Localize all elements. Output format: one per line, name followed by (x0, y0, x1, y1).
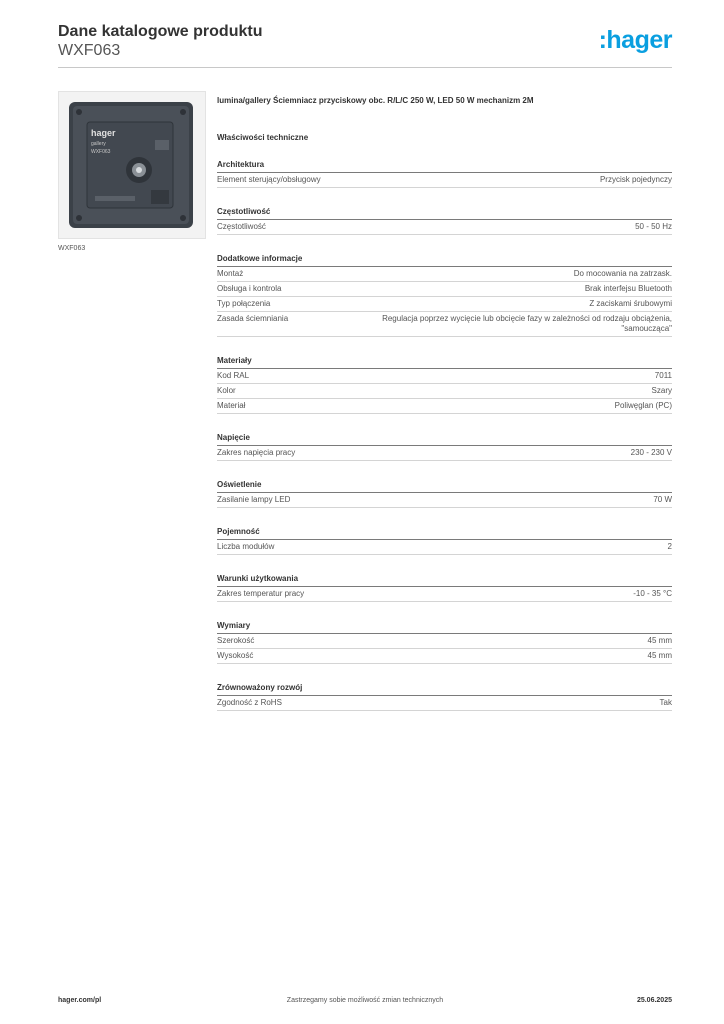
spec-value: 45 mm (647, 651, 672, 660)
spec-key: Typ połączenia (217, 299, 271, 308)
spec-row: Obsługa i kontrola Brak interfejsu Blueto… (217, 282, 672, 297)
spec-key: Materiał (217, 401, 246, 410)
spec-key: Element sterujący/obsługowy (217, 175, 321, 184)
section-title: Dodatkowe informacje (217, 253, 672, 267)
hager-logo: :hager (598, 26, 673, 54)
spec-row: Materiał Poliwęglan (PC) (217, 399, 672, 414)
spec-value: 50 - 50 Hz (635, 222, 672, 231)
spec-value: 7011 (654, 371, 672, 380)
spec-row: Wysokość 45 mm (217, 649, 672, 664)
spec-content: lumina/gallery Ściemniacz przyciskowy ob… (217, 95, 672, 711)
spec-key: Kod RAL (217, 371, 250, 380)
technical-properties-heading: Właściwości techniczne (217, 133, 309, 142)
spec-key: Zasilanie lampy LED (217, 495, 291, 504)
spec-value: Przycisk pojedynczy (599, 175, 672, 184)
spec-value: 230 - 230 V (630, 448, 672, 457)
section-title: Napięcie (217, 432, 672, 446)
section-title: Wymiary (217, 620, 672, 634)
section-title: Warunki użytkowania (217, 573, 672, 587)
section-title: Architektura (217, 159, 672, 173)
spec-row: Zgodność z RoHS Tak (217, 696, 672, 711)
spec-value: Tak (659, 698, 672, 707)
spec-value: Szary (651, 386, 672, 395)
spec-value: 70 W (653, 495, 672, 504)
spec-key: Kolor (217, 386, 236, 395)
section-title: Materiały (217, 355, 672, 369)
spec-key: Zasada ściemniania (217, 314, 289, 323)
spec-value: Brak interfejsu Bluetooth (584, 284, 672, 293)
spec-row: Kod RAL 7011 (217, 369, 672, 384)
spec-row: Typ połączenia Z zaciskami śrubowymi (217, 297, 672, 312)
product-code: WXF063 (58, 42, 121, 59)
svg-text:hager: hager (91, 128, 116, 138)
image-caption: WXF063 (58, 245, 86, 252)
section-title: Zrównoważony rozwój (217, 682, 672, 696)
product-description: lumina/gallery Ściemniacz przyciskowy ob… (217, 96, 534, 105)
section-title: Pojemność (217, 526, 672, 540)
spec-row: Kolor Szary (217, 384, 672, 399)
spec-row: Szerokość 45 mm (217, 634, 672, 649)
footer-website: hager.com/pl (58, 997, 102, 1004)
spec-row: Zakres napięcia pracy 230 - 230 V (217, 446, 672, 461)
spec-value: 2 (667, 542, 672, 551)
spec-key: Obsługa i kontrola (217, 284, 282, 293)
spec-value: Regulacja poprzez wycięcie lub obcięcie … (382, 314, 672, 333)
spec-key: Zakres temperatur pracy (217, 589, 305, 598)
spec-value: Z zaciskami śrubowymi (589, 299, 672, 308)
product-image: hager gallery WXF063 (58, 91, 206, 239)
page-title: Dane katalogowe produktu (58, 23, 263, 40)
svg-text:gallery: gallery (91, 141, 106, 147)
spec-key: Liczba modułów (217, 542, 275, 551)
spec-row: Liczba modułów 2 (217, 540, 672, 555)
footer-date: 25.06.2025 (636, 997, 672, 1004)
spec-key: Wysokość (217, 651, 254, 660)
spec-row: Częstotliwość 50 - 50 Hz (217, 220, 672, 235)
section-title: Oświetlenie (217, 479, 672, 493)
spec-row: Element sterujący/obsługowy Przycisk poje… (217, 173, 672, 188)
dimmer-illustration: hager gallery WXF063 (59, 92, 205, 238)
svg-text:WXF063: WXF063 (91, 149, 111, 155)
spec-key: Szerokość (217, 636, 255, 645)
spec-key: Zakres napięcia pracy (217, 448, 296, 457)
spec-value: Poliwęglan (PC) (614, 401, 672, 410)
page-footer: hager.com/pl Zastrzegamy sobie możliwość… (58, 997, 672, 1009)
spec-row: Zasilanie lampy LED 70 W (217, 493, 672, 508)
spec-value: Do mocowania na zatrzask. (573, 269, 672, 278)
spec-key: Zgodność z RoHS (217, 698, 282, 707)
spec-value: 45 mm (647, 636, 672, 645)
spec-row: Zasada ściemniania Regulacja poprzez wyci… (217, 312, 672, 337)
section-title: Częstotliwość (217, 206, 672, 220)
spec-value: -10 - 35 °C (633, 589, 672, 598)
spec-row: Zakres temperatur pracy -10 - 35 °C (217, 587, 672, 602)
footer-notice: Zastrzegamy sobie możliwość zmian techni… (286, 997, 444, 1004)
spec-key: Montaż (217, 269, 244, 278)
spec-key: Częstotliwość (217, 222, 266, 231)
page-header: Dane katalogowe produktu WXF063 :hager (58, 22, 672, 68)
spec-row: Montaż Do mocowania na zatrzask. (217, 267, 672, 282)
